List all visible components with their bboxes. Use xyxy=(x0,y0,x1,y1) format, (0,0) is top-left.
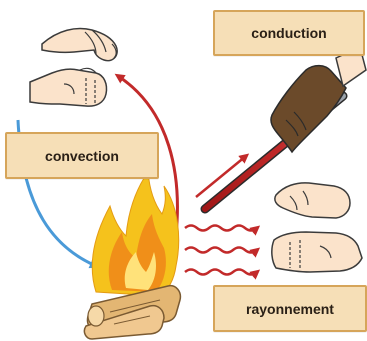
hand-right-upper xyxy=(275,183,350,218)
hand-right-lower xyxy=(272,232,362,272)
conduction-label: conduction xyxy=(213,10,365,56)
gloved-hand xyxy=(271,47,366,152)
fire-flames xyxy=(92,172,178,296)
hand-top-upper xyxy=(42,29,117,61)
hand-top-lower xyxy=(30,68,107,106)
fire-logs xyxy=(84,286,180,339)
rayonnement-label: rayonnement xyxy=(213,285,367,332)
radiation-waves xyxy=(185,226,257,275)
convection-label: convection xyxy=(5,132,159,179)
